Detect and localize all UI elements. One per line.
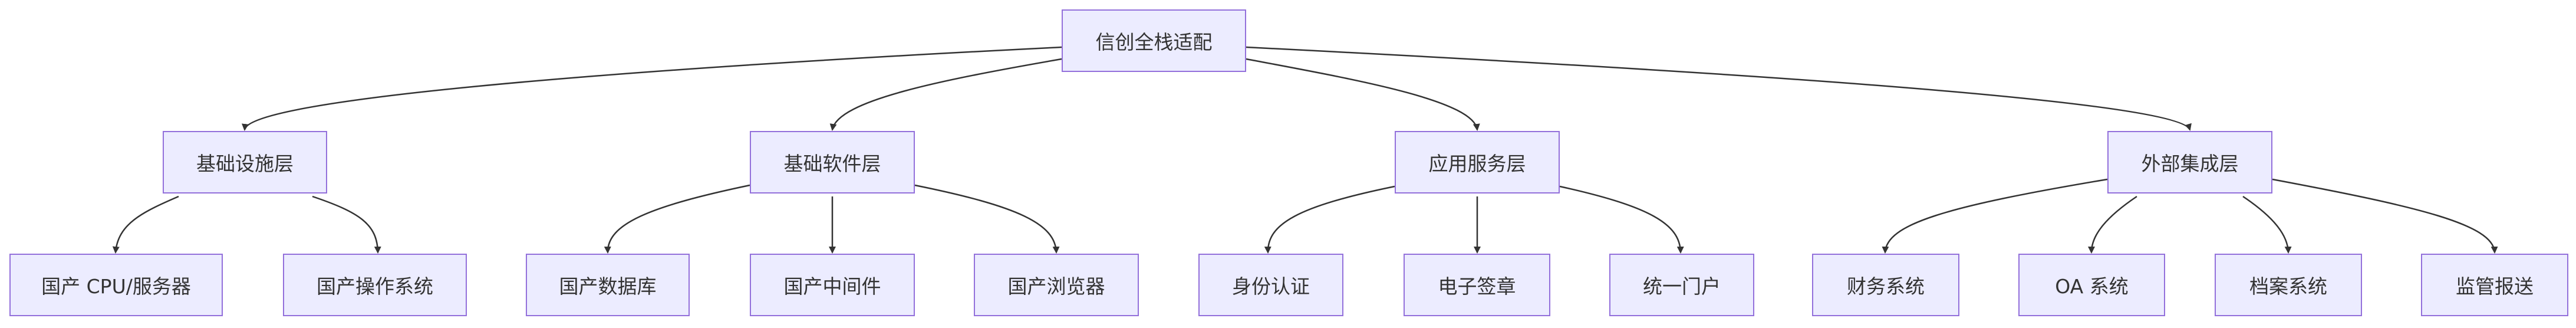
leaf-node-unified-portal: 统一门户 xyxy=(1609,254,1754,316)
leaf-node-label: 统一门户 xyxy=(1643,275,1721,298)
leaf-node-finance-system: 财务系统 xyxy=(1812,254,1959,316)
leaf-node-label: 国产操作系统 xyxy=(317,275,433,298)
edge-root-to-layer-2 xyxy=(1246,58,1480,131)
leaf-node-browser: 国产浏览器 xyxy=(974,254,1139,316)
leaf-node-label: 国产中间件 xyxy=(783,275,881,298)
leaf-node-archive-system: 档案系统 xyxy=(2215,254,2362,316)
leaf-node-regulatory-reporting: 监管报送 xyxy=(2421,254,2568,316)
leaf-node-label: 国产浏览器 xyxy=(1007,275,1105,298)
layer-node-label: 基础软件层 xyxy=(783,152,881,175)
edge-layer-3-child-3 xyxy=(2272,178,2498,254)
leaf-node-e-signature: 电子签章 xyxy=(1404,254,1550,316)
edge-layer-2-child-2 xyxy=(1559,185,1684,254)
leaf-node-identity-auth: 身份认证 xyxy=(1198,254,1343,316)
edge-layer-3-child-1 xyxy=(2088,195,2137,254)
leaf-node-oa-system: OA 系统 xyxy=(2018,254,2165,316)
layer-node-label: 外部集成层 xyxy=(2141,152,2239,175)
leaf-node-os: 国产操作系统 xyxy=(283,254,467,316)
leaf-node-label: 财务系统 xyxy=(1847,275,1925,298)
root-node: 信创全栈适配 xyxy=(1062,9,1246,72)
leaf-node-label: 档案系统 xyxy=(2249,275,2327,298)
layer-node-label: 基础设施层 xyxy=(196,152,294,175)
layer-node-external-integration: 外部集成层 xyxy=(2107,131,2272,193)
edge-layer-3-child-2 xyxy=(2242,195,2292,254)
layer-node-base-software: 基础软件层 xyxy=(750,131,915,193)
root-node-label: 信创全栈适配 xyxy=(1095,31,1213,54)
edge-root-to-layer-1 xyxy=(829,58,1062,131)
edge-layer-0-child-0 xyxy=(112,195,179,254)
layer-node-app-services: 应用服务层 xyxy=(1395,131,1560,193)
edge-layer-3-child-0 xyxy=(1882,178,2108,254)
edge-layer-0-child-1 xyxy=(312,195,381,254)
leaf-node-label: 电子签章 xyxy=(1438,275,1516,298)
leaf-node-cpu-server: 国产 CPU/服务器 xyxy=(9,254,223,316)
edge-layer-1-child-2 xyxy=(914,184,1060,254)
edge-root-to-layer-0 xyxy=(242,46,1062,131)
leaf-node-label: OA 系统 xyxy=(2055,275,2129,298)
leaf-node-label: 监管报送 xyxy=(2456,275,2534,298)
leaf-node-label: 国产数据库 xyxy=(559,275,657,298)
edge-layer-1-child-0 xyxy=(604,184,750,254)
leaf-node-label: 国产 CPU/服务器 xyxy=(41,275,191,298)
leaf-node-label: 身份认证 xyxy=(1232,275,1310,298)
leaf-node-middleware: 国产中间件 xyxy=(750,254,915,316)
leaf-node-database: 国产数据库 xyxy=(526,254,690,316)
edge-layer-2-child-0 xyxy=(1264,185,1395,254)
edge-root-to-layer-3 xyxy=(1246,46,2192,131)
layer-node-label: 应用服务层 xyxy=(1428,152,1526,175)
layer-node-infrastructure: 基础设施层 xyxy=(163,131,327,193)
